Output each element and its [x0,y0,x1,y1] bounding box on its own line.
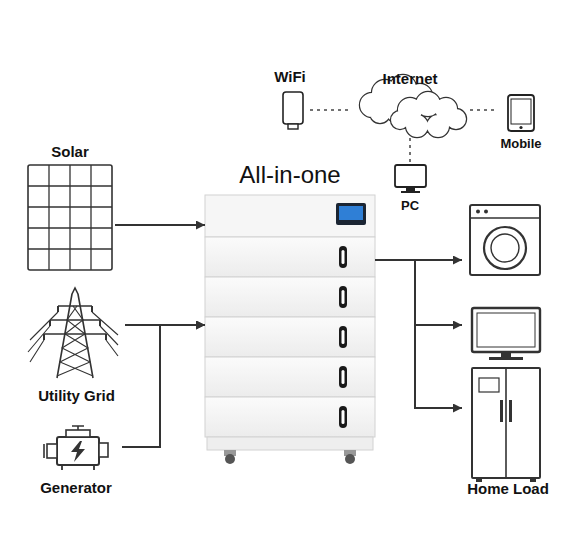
cloud-fill [391,92,466,137]
tablet-screen [511,99,531,124]
branch-wire [415,324,462,326]
washer-body [470,205,540,275]
module-handle [339,246,347,268]
pc-screen [395,165,426,187]
mobile-device: Mobile [497,92,545,152]
washer-knob [476,210,480,214]
module-handle [339,406,347,428]
cabinet-base [207,437,373,450]
pc-stand [406,187,415,191]
solar-panel-frame [28,165,112,270]
tower-legs [57,288,93,378]
wheel [225,454,235,464]
display-screen [339,206,363,220]
battery-module [205,277,375,317]
branch-wire [415,259,462,261]
wifi-dongle [283,92,303,124]
monitor-frame [472,308,540,352]
tower-lattice [57,306,93,376]
handle-highlight [342,370,345,384]
pc-terminal: PC [390,162,430,214]
fridge-handle [509,400,512,422]
fridge-body [472,368,540,478]
node-label: All-in-one [239,161,340,189]
handle-highlight [342,410,345,424]
fridge-door-split [505,368,507,478]
tablet-body [508,95,534,131]
module-handle [339,366,347,388]
washer-door [484,227,526,269]
monitor-base [489,357,523,360]
solar-panel-cells [28,165,112,270]
lightning-bolt [71,441,85,462]
node-label: WiFi [274,68,306,85]
engine-feet [62,465,94,470]
generator: Generator [30,424,122,496]
edge-group [115,110,497,447]
battery-module [205,357,375,397]
battery-module [205,397,375,437]
fridge-handle [500,400,503,422]
tower-insulators [44,306,106,340]
tower-crossarms [44,306,106,334]
tablet-button [519,126,522,129]
engine-cap [72,426,84,430]
connector [375,260,462,408]
all-in-one-unit: All-in-one [205,161,375,460]
node-label: Utility Grid [38,387,115,404]
solar-panel: Solar [25,143,115,270]
home-load: Home Load [462,365,554,497]
node-label: Internet [382,70,437,87]
cabinet-top [205,195,375,237]
connector [125,324,205,326]
connector [310,109,350,111]
power-wires [28,312,118,362]
engine-side-plate [43,444,45,458]
wifi-module: WiFi [270,68,310,130]
engine-body [57,437,99,465]
engine-top [66,430,90,437]
connector [115,224,205,226]
washer-glass [491,234,519,262]
engine-side [47,444,57,458]
connector [409,138,411,162]
fridge-panel [479,378,499,392]
wifi-plug [288,124,298,129]
pc-base [401,191,420,193]
wheel [345,454,355,464]
washer-panel [470,217,540,219]
node-label: Mobile [500,137,541,152]
engine-exhaust [99,443,108,457]
display-frame [336,203,366,225]
connector [122,325,205,447]
handle-highlight [342,290,345,304]
internet-cloud: Internet [350,70,470,138]
node-label: PC [401,199,419,214]
washer-knob [484,210,488,214]
utility-grid: Utility Grid [28,290,125,404]
handle-highlight [342,250,345,264]
node-label: Home Load [467,480,549,497]
monitor-screen [477,313,535,347]
node-label: Generator [40,479,112,496]
module-handle [339,286,347,308]
node-label: Solar [51,143,89,160]
handle-highlight [342,330,345,344]
module-handle [339,326,347,348]
connector [470,109,497,111]
cloud-outline [391,92,466,137]
battery-module [205,237,375,277]
battery-module [205,317,375,357]
